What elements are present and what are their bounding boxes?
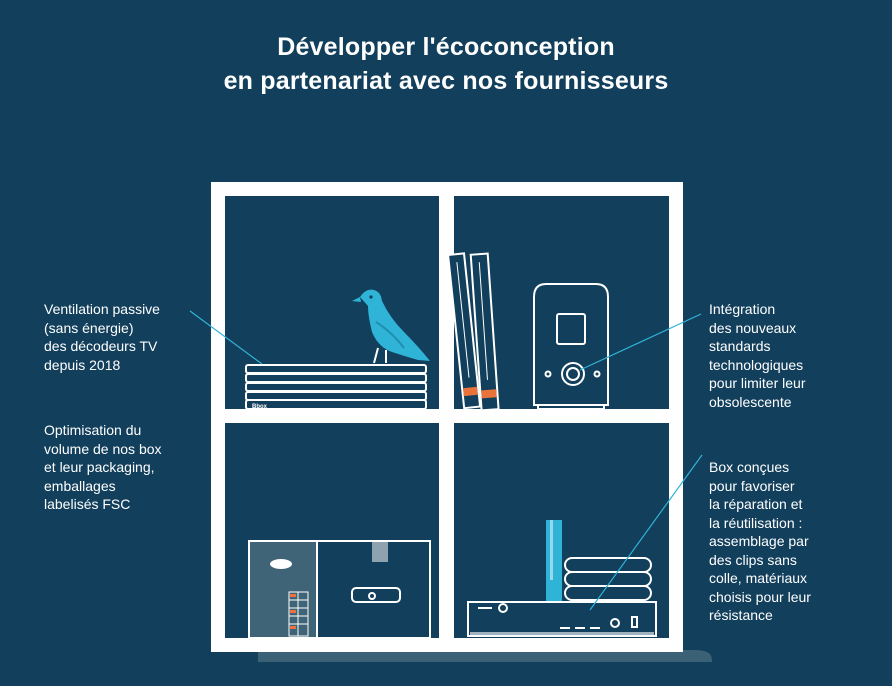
- page-title: Développer l'écoconception en partenaria…: [0, 30, 892, 98]
- annotation-line: des décodeurs TV: [44, 338, 158, 354]
- annotation-ventilation: Ventilation passive (sans énergie) des d…: [44, 300, 160, 374]
- floor-shadow: [258, 650, 712, 662]
- annotation-line: pour favoriser: [709, 477, 795, 494]
- annotation-line: Optimisation du: [44, 422, 142, 438]
- annotation-line: Ventilation passive: [44, 301, 160, 317]
- shelf-frame: [211, 182, 683, 652]
- annotation-line: (sans énergie): [44, 319, 134, 336]
- annotation-line: Intégration: [709, 301, 776, 317]
- annotation-line: standards: [709, 338, 771, 354]
- annotation-line: choisis pour leur: [709, 588, 811, 605]
- annotation-line: pour limiter leur: [709, 375, 806, 391]
- annotation-line: et leur packaging,: [44, 459, 155, 475]
- decoder-brand-logo: Bbox: [252, 404, 268, 410]
- annotation-box: Box conçues pour favoriser la réparation…: [709, 458, 811, 625]
- annotation-line: la réparation et: [709, 496, 803, 512]
- title-line-1: Développer l'écoconception: [277, 33, 615, 61]
- annotation-line: obsolescente: [709, 393, 792, 410]
- annotation-line: emballages: [44, 477, 116, 494]
- annotation-line: volume de nos box: [44, 440, 162, 457]
- annotation-line: la réutilisation :: [709, 514, 803, 531]
- annotation-line: des clips sans: [709, 551, 797, 568]
- books: [446, 252, 500, 412]
- repairable-box: [467, 520, 657, 637]
- annotation-integration: Intégration des nouveaux standards techn…: [709, 300, 805, 411]
- annotation-line: assemblage par: [709, 533, 809, 549]
- annotation-line: colle, matériaux: [709, 570, 808, 586]
- annotation-optimisation: Optimisation du volume de nos box et leu…: [44, 421, 162, 514]
- callout-lines: [189, 310, 703, 611]
- ventilated-decoder: Bbox: [245, 364, 427, 413]
- annotation-line: Box conçues: [709, 459, 790, 475]
- annotation-line: labelisés FSC: [44, 496, 131, 512]
- annotation-line: résistance: [709, 607, 773, 623]
- bird-figurine: [352, 289, 430, 364]
- annotation-line: depuis 2018: [44, 356, 121, 373]
- annotation-line: technologiques: [709, 356, 804, 373]
- speaker-device: [533, 283, 609, 410]
- title-line-2: en partenariat avec nos fournisseurs: [223, 67, 669, 95]
- packaging-box: [248, 540, 431, 639]
- annotation-line: des nouveaux: [709, 319, 797, 336]
